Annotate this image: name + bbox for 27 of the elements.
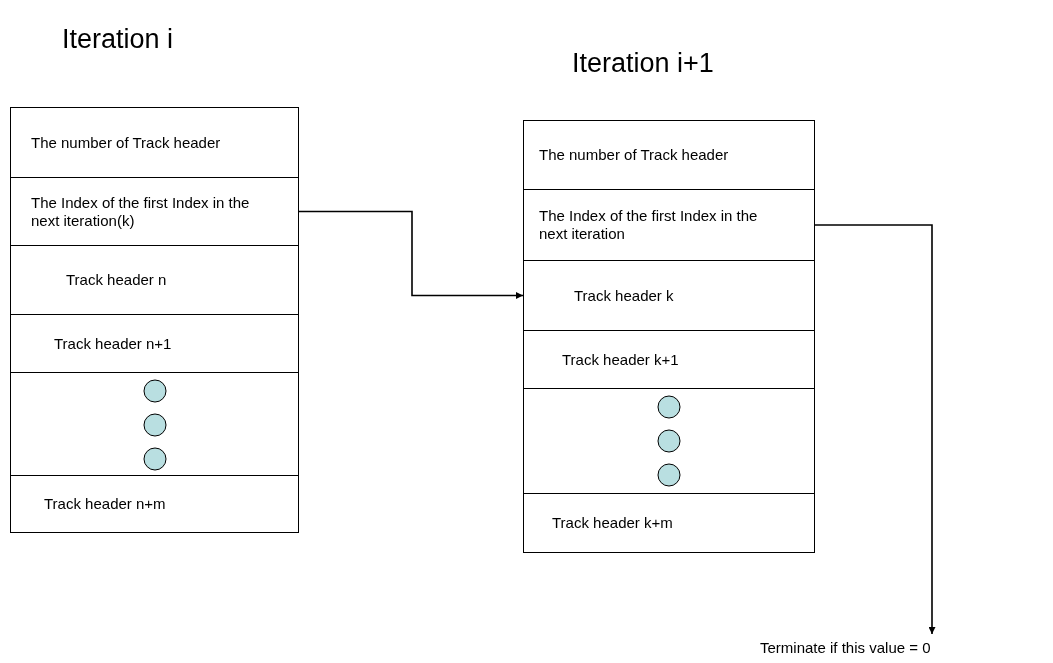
cell-text: Terminate if this value = 0: [760, 639, 932, 657]
table-row: [10, 245, 299, 315]
table-row: [10, 314, 299, 373]
cell-text: Track header k+1: [562, 350, 680, 369]
ellipsis-row: [523, 388, 815, 494]
cell-text: Track header n+1: [54, 334, 173, 353]
table-row: [523, 260, 815, 331]
ellipsis-row: [10, 372, 299, 476]
table-row: [523, 493, 815, 553]
cell-text: The number of Track header: [31, 133, 222, 152]
cell-text: The Index of the first Index in the next iteration(k): [31, 193, 251, 230]
cell-text: Track header n+m: [44, 495, 167, 513]
connector-arrow: [298, 210, 524, 299]
cell-text: Track header n: [66, 271, 168, 289]
table-row: [10, 107, 299, 178]
cell-text: Track header k+m: [552, 514, 674, 532]
table-row: [10, 475, 299, 533]
cell-text: The Index of the first Index in the next iteration: [539, 207, 759, 243]
iteration-heading: Iteration i: [62, 24, 174, 55]
cell-text: Track header k: [574, 286, 675, 305]
iteration-heading: Iteration i+1: [572, 48, 714, 79]
table-row: [10, 177, 299, 246]
cell-text: The number of Track header: [539, 146, 730, 164]
table-row: [523, 189, 815, 261]
connector-arrow: [814, 224, 936, 635]
table-row: [523, 330, 815, 389]
table-row: [523, 120, 815, 190]
